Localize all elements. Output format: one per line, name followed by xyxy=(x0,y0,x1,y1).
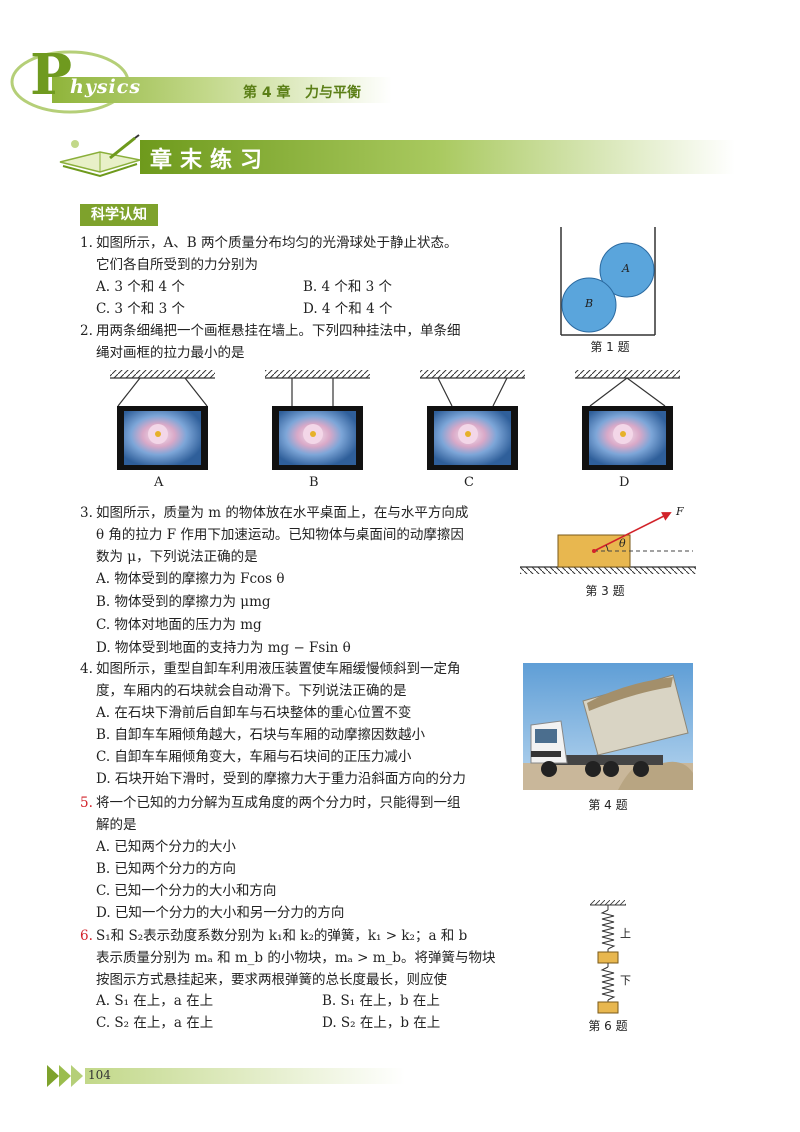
question-text: S₁和 S₂表示劲度系数分别为 k₁和 k₂的弹簧，k₁ > k₂；a 和 b xyxy=(96,928,468,944)
question-text: 如图所示，A、B 两个质量分布均匀的光滑球处于静止状态。 xyxy=(96,235,458,251)
question-text: 表示质量分别为 mₐ 和 m_b 的小物块，mₐ > m_b。将弹簧与物块 xyxy=(96,950,496,966)
question-number: 1. xyxy=(80,235,93,251)
q1-option-b[interactable]: B. 4 个和 3 个 xyxy=(303,279,393,295)
question-text: 解的是 xyxy=(96,817,137,833)
q3-option-d[interactable]: D. 物体受到地面的支持力为 mg − Fsin θ xyxy=(96,640,351,656)
q5-option-d[interactable]: D. 已知一个分力的大小和另一分力的方向 xyxy=(96,905,345,921)
question-text: 如图所示，重型自卸车利用液压装置使车厢缓慢倾斜到一定角 xyxy=(96,661,461,677)
q5-option-a[interactable]: A. 已知两个分力的大小 xyxy=(96,839,236,855)
question-text: 按图示方式悬挂起来，要求两根弹簧的总长度最长，则应使 xyxy=(96,972,447,988)
question-text: 绳对画框的拉力最小的是 xyxy=(96,345,245,361)
chapter-title: 力与平衡 xyxy=(305,85,361,101)
frame-b xyxy=(265,370,370,470)
section-banner: 章末练习 xyxy=(55,132,735,180)
logo-text: hysics xyxy=(70,76,142,98)
question-text: 如图所示，质量为 m 的物体放在水平桌面上，在与水平方向成 xyxy=(96,505,469,521)
ball-a-label: A xyxy=(622,262,630,275)
q4-option-c[interactable]: C. 自卸车车厢倾角变大，车厢与石块间的正压力减小 xyxy=(96,749,412,765)
q4-truck-photo xyxy=(523,663,693,790)
question-text: 它们各自所受到的力分别为 xyxy=(96,257,258,273)
footer-graphic xyxy=(47,1065,405,1087)
question-number: 6. xyxy=(80,928,93,944)
header: P hysics 第 4 章 力与平衡 xyxy=(0,40,800,120)
q6-option-a[interactable]: A. S₁ 在上，a 在上 xyxy=(96,993,214,1009)
q1-option-a[interactable]: A. 3 个和 4 个 xyxy=(96,279,185,295)
question-6: 6.S₁和 S₂表示劲度系数分别为 k₁和 k₂的弹簧，k₁ > k₂；a 和 … xyxy=(80,925,520,991)
question-1: 1.如图所示，A、B 两个质量分布均匀的光滑球处于静止状态。 它们各自所受到的力… xyxy=(80,232,520,276)
question-number: 4. xyxy=(80,661,93,677)
q1-option-d[interactable]: D. 4 个和 4 个 xyxy=(303,301,393,317)
q2-label-b[interactable]: B xyxy=(309,475,319,490)
q3-option-c[interactable]: C. 物体对地面的压力为 mg xyxy=(96,617,262,633)
q6-option-c[interactable]: C. S₂ 在上，a 在上 xyxy=(96,1015,214,1031)
section-tag: 科学认知 xyxy=(80,204,158,226)
q3-figure xyxy=(520,512,696,574)
q2-label-c[interactable]: C xyxy=(464,475,474,490)
q6-option-b[interactable]: B. S₁ 在上，b 在上 xyxy=(322,993,440,1009)
question-number: 2. xyxy=(80,323,93,339)
frame-d xyxy=(575,370,680,470)
top-label: 上 xyxy=(620,927,631,940)
question-text: 度，车厢内的石块就会自动滑下。下列说法正确的是 xyxy=(96,683,407,699)
question-4: 4.如图所示，重型自卸车利用液压装置使车厢缓慢倾斜到一定角 度，车厢内的石块就会… xyxy=(80,658,520,702)
q3-option-a[interactable]: A. 物体受到的摩擦力为 Fcos θ xyxy=(96,571,285,587)
q5-option-c[interactable]: C. 已知一个分力的大小和方向 xyxy=(96,883,277,899)
page-number: 104 xyxy=(88,1068,111,1082)
book-icon xyxy=(59,134,141,178)
q3-option-b[interactable]: B. 物体受到的摩擦力为 μmg xyxy=(96,594,271,610)
angle-label: θ xyxy=(619,537,626,550)
question-text: 用两条细绳把一个画框悬挂在墙上。下列四种挂法中，单条细 xyxy=(96,323,461,339)
q1-option-c[interactable]: C. 3 个和 3 个 xyxy=(96,301,185,317)
q2-label-a[interactable]: A xyxy=(154,475,164,490)
question-text: θ 角的拉力 F 作用下加速运动。已知物体与桌面间的动摩擦因 xyxy=(96,527,464,543)
q6-option-d[interactable]: D. S₂ 在上，b 在上 xyxy=(322,1015,441,1031)
bottom-label: 下 xyxy=(620,974,631,987)
ball-a xyxy=(599,242,655,298)
frame-a xyxy=(110,370,215,470)
question-number: 5. xyxy=(80,795,93,811)
banner-graphic xyxy=(140,140,735,174)
q4-option-a[interactable]: A. 在石块下滑前后自卸车与石块整体的重心位置不变 xyxy=(96,705,412,721)
chapter-label: 第 4 章 xyxy=(243,85,291,101)
force-label: F xyxy=(676,505,684,518)
q4-option-b[interactable]: B. 自卸车车厢倾角越大，石块与车厢的动摩擦因数越小 xyxy=(96,727,426,743)
q2-figures xyxy=(110,370,680,470)
q2-label-d[interactable]: D xyxy=(619,475,630,490)
frame-c xyxy=(420,370,525,470)
q6-spring-figure xyxy=(590,900,626,1014)
force-arrow xyxy=(593,512,672,552)
q1-caption: 第 1 题 xyxy=(590,340,630,354)
q1-figure xyxy=(560,227,656,336)
banner-title: 章末练习 xyxy=(150,148,271,173)
ball-b xyxy=(561,277,617,333)
question-text: 将一个已知的力分解为互成角度的两个分力时，只能得到一组 xyxy=(96,795,461,811)
question-text: 数为 μ，下列说法正确的是 xyxy=(96,549,258,565)
ball-b-label: B xyxy=(585,297,594,310)
question-number: 3. xyxy=(80,505,93,521)
header-graphic xyxy=(10,50,392,114)
q3-caption: 第 3 题 xyxy=(585,584,625,598)
logo-letter: P xyxy=(30,42,73,108)
question-5: 5.将一个已知的力分解为互成角度的两个分力时，只能得到一组 解的是 xyxy=(80,792,520,836)
question-2: 2.用两条细绳把一个画框悬挂在墙上。下列四种挂法中，单条细 绳对画框的拉力最小的… xyxy=(80,320,520,364)
q5-option-b[interactable]: B. 已知两个分力的方向 xyxy=(96,861,237,877)
question-3: 3.如图所示，质量为 m 的物体放在水平桌面上，在与水平方向成 θ 角的拉力 F… xyxy=(80,502,520,568)
q4-option-d[interactable]: D. 石块开始下滑时，受到的摩擦力大于重力沿斜面方向的分力 xyxy=(96,771,466,787)
q4-caption: 第 4 题 xyxy=(588,798,628,812)
q6-caption: 第 6 题 xyxy=(588,1019,628,1033)
